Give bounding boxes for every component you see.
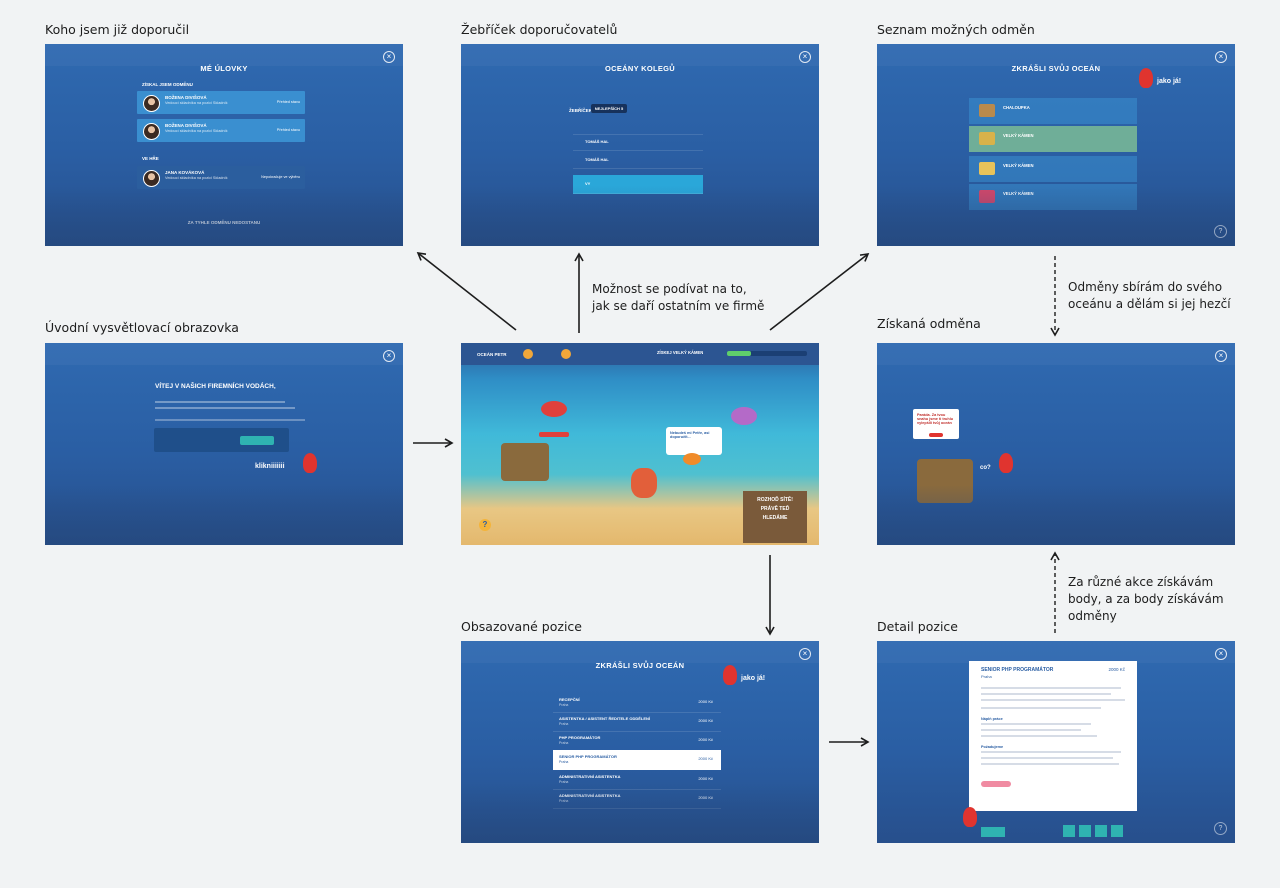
screen-received: × Paráda. Za tvou snahu jsme ti truhlu v… bbox=[877, 343, 1235, 545]
help-icon[interactable]: ? bbox=[479, 519, 491, 531]
list-item[interactable]: JANA KOVÁKOVÁ Vedoucí skladníka na pozic… bbox=[137, 166, 305, 189]
share-icon[interactable] bbox=[1063, 825, 1075, 837]
speech-bubble: Nebudeš mi Petře, asi doporučit... bbox=[666, 427, 722, 455]
fish-logo-icon bbox=[1139, 68, 1153, 88]
close-icon[interactable]: × bbox=[1215, 51, 1227, 63]
goal-label: ZÍSKEJ VELKÝ KÁMEN bbox=[657, 350, 704, 355]
fish-logo-icon bbox=[963, 807, 977, 827]
brand-text: jako já! bbox=[1157, 78, 1182, 85]
purple-fish-icon bbox=[731, 407, 757, 425]
popup-button[interactable] bbox=[929, 433, 943, 437]
wooden-sign: ROZHOĎ SÍTĚ! PRÁVĚ TEĎ HLEDÁME bbox=[743, 491, 807, 543]
close-icon[interactable]: × bbox=[383, 51, 395, 63]
screen-main-game: OCEÁN PETR ZÍSKEJ VELKÝ KÁMEN Nebudeš mi… bbox=[461, 343, 819, 545]
help-icon[interactable]: ? bbox=[1214, 225, 1227, 238]
close-icon[interactable]: × bbox=[383, 350, 395, 362]
note-others: Možnost se podívat na to,jak se daří ost… bbox=[592, 282, 765, 313]
chest-icon bbox=[979, 104, 995, 117]
screen-referred: × MÉ ÚLOVKY ZÍSKAL JSEM ODMĚNU BOŽENA DI… bbox=[45, 44, 403, 246]
avatar bbox=[143, 170, 160, 187]
fish-label-button[interactable] bbox=[539, 432, 569, 437]
red-fish-icon bbox=[541, 401, 567, 417]
caption-leaderboard: Žebříček doporučovatelů bbox=[461, 22, 618, 37]
section-label: VE HŘE bbox=[142, 156, 159, 161]
caption-received: Získaná odměna bbox=[877, 316, 981, 331]
avatar bbox=[143, 95, 160, 112]
caption-detail: Detail pozice bbox=[877, 619, 958, 634]
screen-title: VÍTEJ V NAŠICH FIREMNÍCH VODÁCH, bbox=[155, 383, 276, 390]
screen-leaderboard: × OCEÁNY KOLEGŮ ŽEBŘÍČEK NEJLEPŠÍCH 5 TO… bbox=[461, 44, 819, 246]
table-row: TOMÁŠ HAL bbox=[573, 154, 703, 169]
close-icon[interactable]: × bbox=[799, 51, 811, 63]
close-icon[interactable]: × bbox=[1215, 350, 1227, 362]
help-icon[interactable]: ? bbox=[1214, 822, 1227, 835]
close-icon[interactable]: × bbox=[1215, 648, 1227, 660]
position-reward: 2000 Kč bbox=[1108, 667, 1125, 672]
progress-bar bbox=[727, 351, 807, 356]
list-item[interactable]: VELKÝ KÁMEN bbox=[969, 156, 1137, 182]
filter-label: ŽEBŘÍČEK bbox=[569, 108, 593, 113]
screen-rewards: × ZKRÁŠLI SVŮJ OCEÁN jako já! CHALOUPKA … bbox=[877, 44, 1235, 246]
table-row bbox=[573, 120, 703, 135]
position-city: Praha bbox=[981, 674, 992, 679]
reward-popup: Paráda. Za tvou snahu jsme ti truhlu vyl… bbox=[913, 409, 959, 439]
twitter-icon[interactable] bbox=[1111, 825, 1123, 837]
fish-logo-icon bbox=[723, 665, 737, 685]
apply-button[interactable] bbox=[981, 781, 1011, 787]
section-label: ZÍSKAL JSEM ODMĚNU bbox=[142, 82, 193, 87]
screen-detail: × SENIOR PHP PROGRAMÁTOR Praha 2000 Kč N… bbox=[877, 641, 1235, 843]
close-icon[interactable]: × bbox=[799, 648, 811, 660]
linkedin-icon[interactable] bbox=[1095, 825, 1107, 837]
section-label: Požadujeme bbox=[981, 745, 1004, 749]
filter-button[interactable]: NEJLEPŠÍCH 5 bbox=[591, 104, 627, 113]
position-title: SENIOR PHP PROGRAMÁTOR bbox=[981, 667, 1054, 673]
screen-title: MÉ ÚLOVKY bbox=[200, 64, 248, 73]
fish-menu-icon[interactable] bbox=[523, 349, 533, 359]
caption-rewards: Seznam možných odměn bbox=[877, 22, 1035, 37]
caption-intro: Úvodní vysvětlovací obrazovka bbox=[45, 320, 239, 335]
coral-icon bbox=[631, 468, 657, 498]
brand-text: jako já! bbox=[741, 675, 766, 682]
table-row: TOMÁŠ HAL bbox=[573, 136, 703, 151]
section-label: Náplň práce bbox=[981, 717, 1003, 721]
list-item[interactable]: BOŽENA DIVIŠOVÁ Vedoucí skladníka na poz… bbox=[137, 91, 305, 114]
caption-referred: Koho jsem již doporučil bbox=[45, 22, 190, 37]
gold-menu-icon[interactable] bbox=[561, 349, 571, 359]
caption-positions: Obsazované pozice bbox=[461, 619, 582, 634]
fish-logo-icon bbox=[999, 453, 1013, 473]
arrow-to-referred bbox=[416, 252, 517, 331]
screen-title: OCEÁNY KOLEGŮ bbox=[604, 64, 676, 73]
gold-icon bbox=[979, 132, 995, 145]
orange-fish-icon bbox=[683, 453, 701, 465]
treasure-chest-icon[interactable] bbox=[501, 443, 549, 481]
list-item[interactable]: VELKÝ KÁMEN bbox=[969, 126, 1137, 152]
fish-logo-icon bbox=[303, 453, 317, 473]
avatar bbox=[143, 123, 160, 140]
aside-text: co? bbox=[980, 465, 991, 471]
brand-text: klikniiiiiii bbox=[255, 463, 285, 470]
detail-card: SENIOR PHP PROGRAMÁTOR Praha 2000 Kč Náp… bbox=[969, 661, 1137, 811]
recommend-button[interactable] bbox=[981, 827, 1005, 837]
arrow-to-rewards bbox=[769, 253, 870, 331]
info-box bbox=[154, 428, 289, 452]
screen-intro: × VÍTEJ V NAŠICH FIREMNÍCH VODÁCH, klikn… bbox=[45, 343, 403, 545]
screen-title: ZKRÁŠLI SVŮJ OCEÁN bbox=[595, 661, 685, 670]
start-button[interactable] bbox=[240, 436, 274, 445]
menu-ocean[interactable]: OCEÁN PETR bbox=[477, 352, 507, 357]
list-item[interactable]: CHALOUPKA bbox=[969, 98, 1137, 124]
gold-icon bbox=[979, 162, 995, 175]
screen-title: ZKRÁŠLI SVŮJ OCEÁN bbox=[1011, 64, 1101, 73]
facebook-icon[interactable] bbox=[1079, 825, 1091, 837]
list-item[interactable]: BOŽENA DIVIŠOVÁ Vedoucí skladníka na poz… bbox=[137, 119, 305, 142]
